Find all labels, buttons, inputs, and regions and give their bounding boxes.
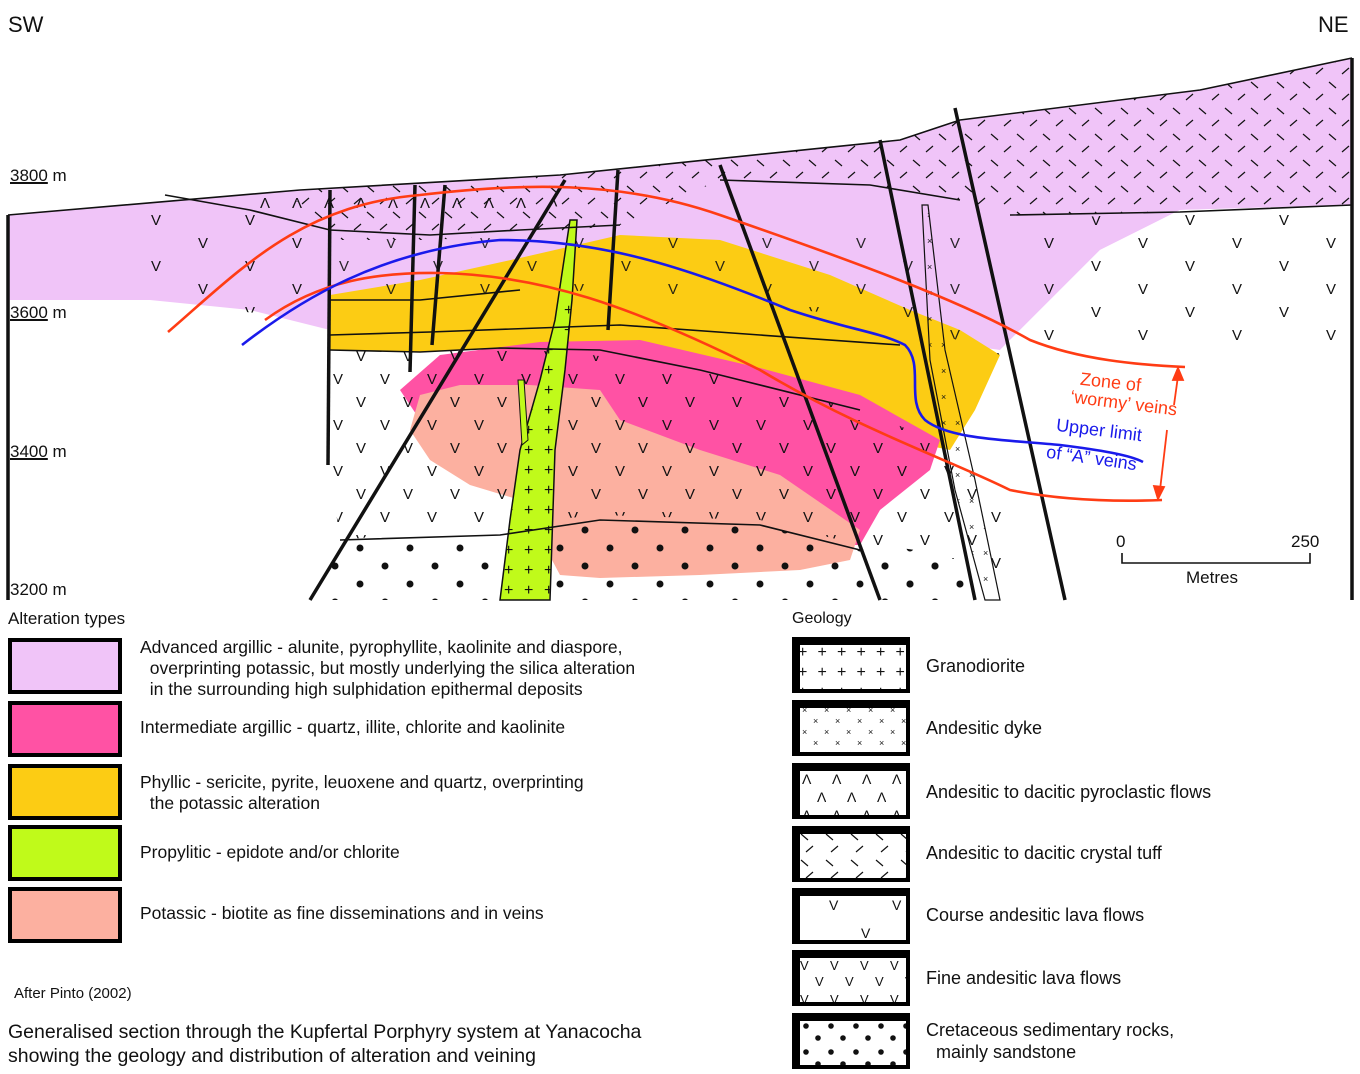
pattern-dense-v-icon: VV [792,950,910,1006]
figure-caption: Generalised section through the Kupferta… [8,1021,642,1067]
direction-ne: NE [1318,12,1349,37]
geological-cross-section: V V V V Λ + × [6,57,1354,601]
svg-text:V: V [861,925,871,941]
elevation-3400: 3400 m [10,442,67,461]
pattern-dash-icon [792,826,910,882]
direction-sw: SW [8,12,44,37]
scale-unit: Metres [1186,568,1238,587]
svg-text:V: V [892,897,902,913]
pattern-dots-icon [792,1013,910,1069]
svg-text:V: V [829,897,839,913]
swatch-propylitic [8,825,122,881]
scale-start: 0 [1116,532,1126,551]
andesitic-dyke [921,204,1001,601]
source-credit: After Pinto (2002) [14,985,132,1002]
swatch-intermediate-argillic [8,701,122,757]
pattern-sparse-v-icon: V V V [792,888,910,944]
elevation-3600: 3600 m [10,303,67,322]
scale-bar [1121,553,1311,564]
geology-legend-title: Geology [792,610,852,627]
pattern-x-icon: ×× [792,700,910,756]
pattern-caret-icon: ΛΛ [792,763,910,819]
a-vein-upper-limit-line [241,238,1144,464]
alteration-legend-title: Alteration types [8,609,126,628]
swatch-potassic [8,887,122,943]
elevation-3800: 3800 m [10,166,67,185]
wormy-vein-limit-lines [167,185,1186,502]
pattern-plus-icon: + [792,637,910,693]
swatch-advanced-argillic [8,638,122,694]
elevation-3200: 3200 m [10,580,67,599]
scale-end: 250 [1291,532,1320,551]
swatch-phyllic [8,764,122,820]
